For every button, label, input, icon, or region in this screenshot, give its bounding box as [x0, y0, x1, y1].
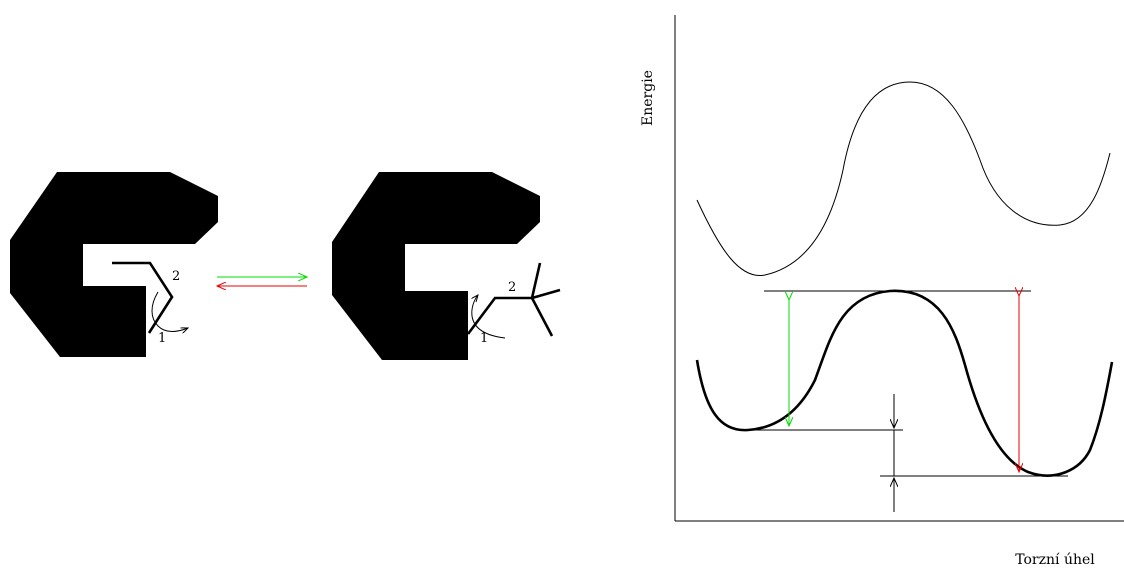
ligand-chain-right [468, 298, 532, 334]
tbutyl-branch-right [532, 290, 560, 298]
bond-label-1-right: 1 [480, 331, 488, 346]
bond-label-1-left: 1 [158, 331, 166, 346]
y-axis-label: Energie [640, 70, 656, 126]
bond-label-2-left: 2 [172, 269, 180, 284]
receptor-c-shape-left [10, 172, 218, 357]
lower-energy-curve [697, 291, 1112, 476]
energy-diagram: Energie Torzní úhel [640, 15, 1124, 568]
upper-energy-curve [697, 82, 1110, 276]
bond-label-2-right: 2 [508, 280, 516, 295]
receptor-c-shape-right [332, 172, 540, 360]
tbutyl-branch-down [532, 298, 552, 336]
molecule-right: 2 1 [332, 172, 560, 360]
molecule-left: 2 1 [10, 172, 218, 357]
x-axis-label: Torzní úhel [1015, 552, 1095, 568]
tbutyl-branch-up [532, 263, 540, 298]
rotation-arrow-bond-2-right [472, 295, 505, 338]
equilibrium-arrows [217, 277, 307, 286]
